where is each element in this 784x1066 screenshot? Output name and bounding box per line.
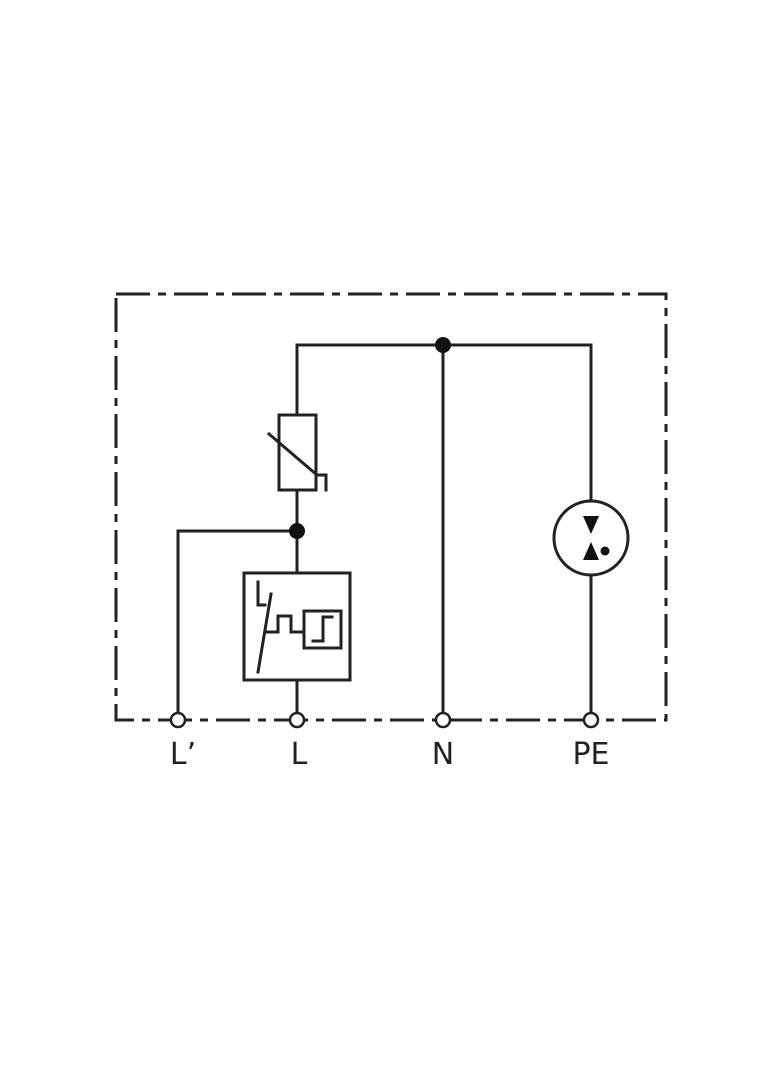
terminal-n xyxy=(434,711,452,729)
terminal-l-prime xyxy=(169,711,187,729)
terminal-label-l: L xyxy=(291,737,308,772)
terminal-pe xyxy=(582,711,600,729)
terminal-l xyxy=(288,711,306,729)
junction-node-l-branch xyxy=(289,523,305,539)
terminal-label-l-prime: L’ xyxy=(170,737,196,772)
terminal-label-n: N xyxy=(432,737,454,772)
gas-discharge-tube-icon xyxy=(552,499,630,577)
l-prime-wire xyxy=(176,529,299,714)
thermal-disconnector-icon xyxy=(242,571,352,682)
terminal-label-pe: PE xyxy=(572,737,609,772)
enclosure-boundary xyxy=(114,292,668,722)
varistor-icon xyxy=(266,413,328,492)
junction-node-top xyxy=(435,337,451,353)
